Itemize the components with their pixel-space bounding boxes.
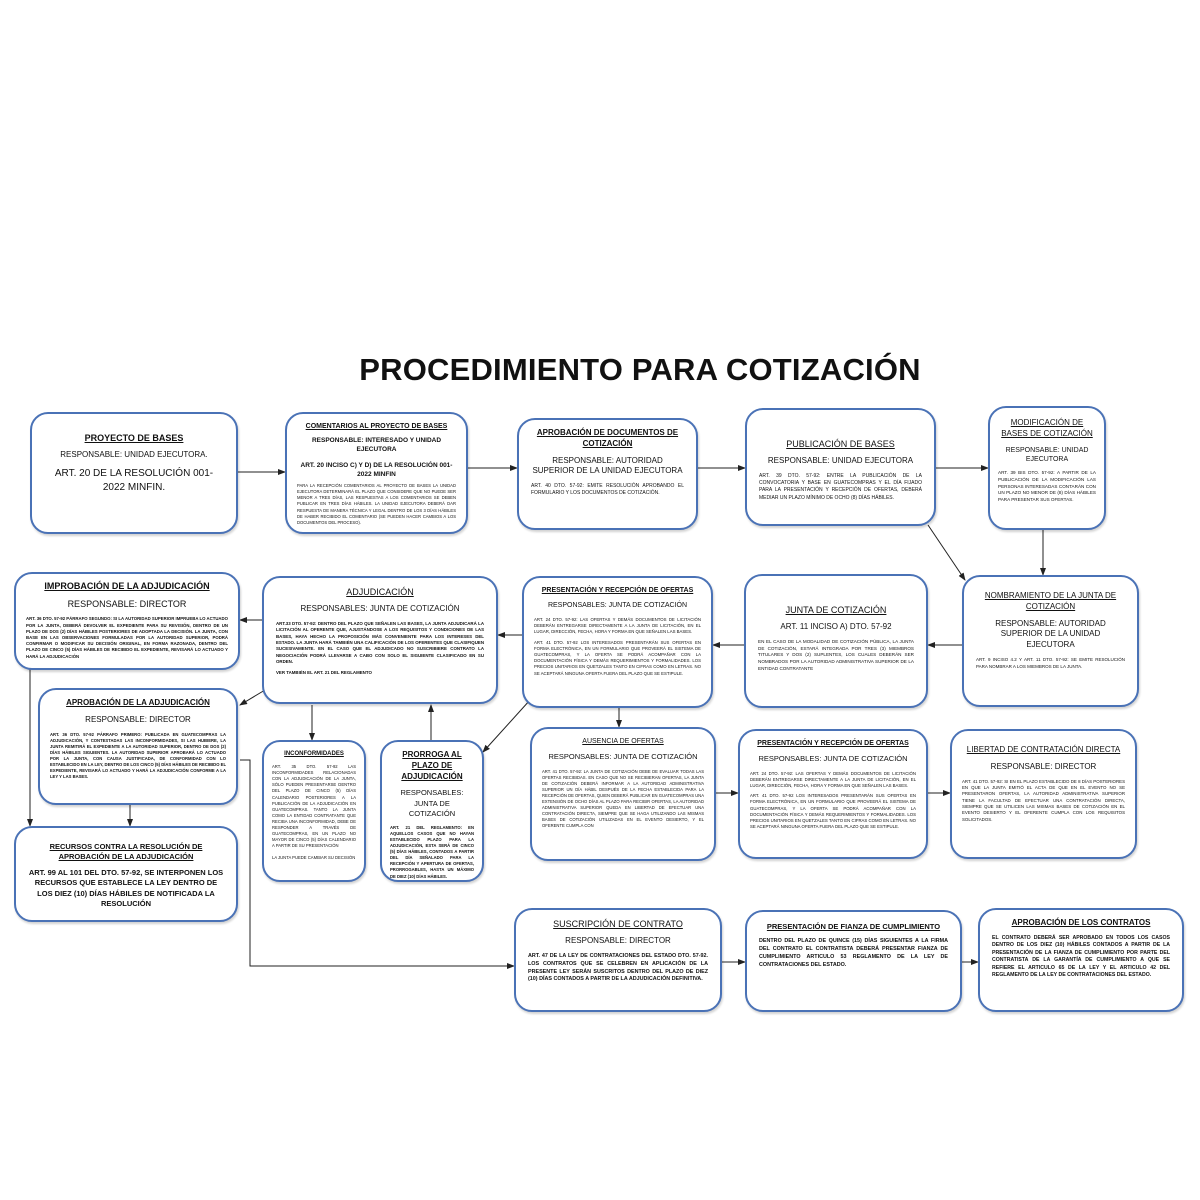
node-responsable: ART. 11 INCISO A) DTO. 57-92 — [780, 622, 892, 632]
node-title: APROBACIÓN DE LA ADJUDICACIÓN — [66, 698, 210, 707]
node-comentarios: COMENTARIOS AL PROYECTO DE BASES RESPONS… — [285, 412, 468, 534]
node-title: MODIFICACIÓN DE BASES DE COTIZACIÓN — [1001, 418, 1093, 438]
node-junta-de-cotizacion: JUNTA DE COTIZACIÓN ART. 11 INCISO A) DT… — [744, 574, 928, 708]
node-responsable: RESPONSABLE: DIRECTOR — [85, 714, 191, 724]
node-body: ART. 41 DTO. 57-92: SI EN EL PLAZO ESTAB… — [962, 778, 1125, 822]
node-aprobacion-documentos: APROBACIÓN DE DOCUMENTOS DE COTIZACIÓN R… — [517, 418, 698, 530]
node-presentacion-recepcion-1: PRESENTACIÓN Y RECEPCIÓN DE OFERTAS RESP… — [522, 576, 713, 708]
node-article: ART. 20 INCISO C) Y D) DE LA RESOLUCIÓN … — [300, 461, 453, 479]
node-aprobacion-adjudicacion: APROBACIÓN DE LA ADJUDICACIÓN RESPONSABL… — [38, 688, 238, 805]
node-responsable: RESPONSABLE: DIRECTOR — [990, 761, 1097, 771]
node-recursos: RECURSOS CONTRA LA RESOLUCIÓN DE APROBAC… — [14, 826, 238, 922]
node-prorroga-plazo: PRORROGA AL PLAZO DE ADJUDICACIÓN RESPON… — [380, 740, 484, 882]
node-title: ADJUDICACIÓN — [346, 587, 414, 597]
arrow-adjudicacion-aprobadj — [239, 689, 266, 706]
node-body: DENTRO DEL PLAZO DE QUINCE (15) DÍAS SIG… — [759, 938, 948, 968]
node-title: PRESENTACIÓN Y RECEPCIÓN DE OFERTAS — [541, 587, 694, 594]
node-responsable: RESPONSABLES: JUNTA DE COTIZACIÓN — [758, 754, 908, 764]
node-presentacion-recepcion-2: PRESENTACIÓN Y RECEPCIÓN DE OFERTAS RESP… — [738, 729, 928, 859]
node-responsable: RESPONSABLE: UNIDAD EJECUTORA — [1005, 446, 1089, 464]
node-responsable: RESPONSABLE: UNIDAD EJECUTORA. — [60, 450, 208, 460]
node-body-1: ART. 24 DTO. 57-92: LAS OFERTAS Y DEMÁS … — [534, 616, 701, 635]
node-body: ART. 40 DTO. 57-92: EMITE RESOLUCIÓN APR… — [531, 483, 684, 497]
node-body: ART. 36 DTO. 57-92 PÁRRAFO PRIMERO: PUBL… — [50, 731, 226, 780]
node-body: ART. 39 BIS DTO. 57-92: A PARTIR DE LA P… — [998, 470, 1096, 503]
node-title: INCONFORMIDADES — [284, 751, 344, 757]
node-responsable: RESPONSABLE: DIRECTOR — [67, 599, 187, 610]
node-title: SUSCRIPCIÓN DE CONTRATO — [553, 919, 683, 929]
node-body: ART. 41 DTO. 57-92: LA JUNTA DE COTIZACI… — [542, 768, 704, 829]
node-body: ART. 9 INCISO 4.2 Y ART. 11 DTO. 57-92: … — [976, 656, 1125, 669]
node-libertad-contratacion: LIBERTAD DE CONTRATACIÓN DIRECTA RESPONS… — [950, 729, 1137, 859]
node-body-2: ART. 41 DTO. 57-92 LOS INTERESADOS PRESE… — [534, 639, 701, 676]
node-title: PROYECTO DE BASES — [84, 433, 184, 443]
node-title: PRESENTACIÓN DE FIANZA DE CUMPLIMIENTO — [766, 922, 941, 931]
node-responsable: RESPONSABLE: INTERESADO Y UNIDAD EJECUTO… — [311, 437, 442, 454]
node-title: PRORROGA AL PLAZO DE ADJUDICACIÓN — [401, 750, 463, 781]
node-title: AUSENCIA DE OFERTAS — [582, 738, 664, 745]
arrow-publicacion-nombramiento — [927, 524, 966, 581]
node-responsable: RESPONSABLE: AUTORIDAD SUPERIOR DE LA UN… — [995, 618, 1106, 650]
node-body: ART. 36 DTO. 57-92 PÁRRAFO SEGUNDO: SI L… — [26, 616, 228, 659]
node-body-2: ART. 41 DTO. 57-92 LOS INTERESADOS PRESE… — [750, 793, 916, 830]
node-title: PUBLICACIÓN DE BASES — [786, 439, 895, 449]
node-body: ART. 39 DTO. 57-92: ENTRE LA PUBLICACIÓN… — [759, 472, 922, 501]
node-body: EN EL CASO DE LA MODALIDAD DE COTIZACIÓN… — [758, 638, 914, 671]
node-adjudicacion: ADJUDICACIÓN RESPONSABLES: JUNTA DE COTI… — [262, 576, 498, 704]
node-body: ART.33 DTO. 57-92: DENTRO DEL PLAZO QUE … — [276, 620, 484, 665]
node-responsable: RESPONSABLES: JUNTA DE COTIZACIÓN — [400, 788, 464, 818]
node-inconformidades: INCONFORMIDADES ART. 35 DTO. 57-92 LAS I… — [262, 740, 366, 882]
node-body-1: ART. 24 DTO. 57-92: LAS OFERTAS Y DEMÁS … — [750, 770, 916, 788]
node-proyecto-de-bases: PROYECTO DE BASES RESPONSABLE: UNIDAD EJ… — [30, 412, 238, 534]
node-title: RECURSOS CONTRA LA RESOLUCIÓN DE APROBAC… — [49, 842, 203, 862]
arrow-aprobadj-suscripcion — [240, 759, 515, 969]
node-responsable: RESPONSABLE: AUTORIDAD SUPERIOR DE LA UN… — [532, 455, 683, 476]
node-responsable: RESPONSABLE: UNIDAD EJECUTORA — [767, 456, 914, 466]
node-body: ART. 35 DTO. 57-92 LAS INCONFORMIDADES R… — [272, 764, 356, 849]
node-title: APROBACIÓN DE LOS CONTRATOS — [1011, 918, 1151, 927]
node-body: EL CONTRATO DEBERÁ SER APROBADO EN TODOS… — [992, 934, 1170, 979]
node-fianza-cumplimiento: PRESENTACIÓN DE FIANZA DE CUMPLIMIENTO D… — [745, 910, 962, 1012]
page-title: PROCEDIMIENTO PARA COTIZACIÓN — [359, 352, 921, 387]
node-body: PARA LA RECEPCIÓN COMENTARIOS AL PROYECT… — [297, 483, 456, 525]
node-body: ART. 21 DEL REGLAMENTO: EN AQUELLOS CASO… — [390, 824, 474, 879]
node-title: IMPROBACIÓN DE LA ADJUDICACIÓN — [44, 581, 210, 591]
node-title: COMENTARIOS AL PROYECTO DE BASES — [305, 423, 448, 430]
node-responsable: RESPONSABLES: JUNTA DE COTIZACIÓN — [300, 604, 460, 614]
node-aprobacion-contratos: APROBACIÓN DE LOS CONTRATOS EL CONTRATO … — [978, 908, 1184, 1012]
arrow-presentacion-prorroga — [482, 699, 531, 753]
node-responsable: RESPONSABLES: JUNTA DE COTIZACIÓN — [547, 602, 688, 610]
node-note: VER TAMBIÉN EL ART. 21 DEL REGLAMENTO — [276, 669, 372, 675]
node-title: LIBERTAD DE CONTRATACIÓN DIRECTA — [966, 745, 1121, 754]
node-body: ART. 99 AL 101 DEL DTO. 57-92, SE INTERP… — [28, 868, 224, 908]
node-note: LA JUNTA PUEDE CAMBIAR SU DECISIÓN — [272, 855, 356, 861]
node-title: JUNTA DE COTIZACIÓN — [785, 605, 887, 615]
node-improbacion-adjudicacion: IMPROBACIÓN DE LA ADJUDICACIÓN RESPONSAB… — [14, 572, 240, 670]
node-title: NOMBRAMIENTO DE LA JUNTA DE COTIZACIÓN — [984, 591, 1117, 611]
node-responsable: RESPONSABLE: DIRECTOR — [565, 936, 671, 946]
node-title: PRESENTACIÓN Y RECEPCIÓN DE OFERTAS — [757, 740, 909, 747]
node-modificacion-de-bases: MODIFICACIÓN DE BASES DE COTIZACIÓN RESP… — [988, 406, 1106, 530]
node-nombramiento-junta: NOMBRAMIENTO DE LA JUNTA DE COTIZACIÓN R… — [962, 575, 1139, 707]
node-publicacion-de-bases: PUBLICACIÓN DE BASES RESPONSABLE: UNIDAD… — [745, 408, 936, 526]
node-ausencia-de-ofertas: AUSENCIA DE OFERTAS RESPONSABLES: JUNTA … — [530, 727, 716, 861]
node-title: APROBACIÓN DE DOCUMENTOS DE COTIZACIÓN — [536, 428, 679, 448]
node-responsable: RESPONSABLES: JUNTA DE COTIZACIÓN — [548, 752, 698, 762]
node-body: ART. 20 DE LA RESOLUCIÓN 001-2022 MINFIN… — [54, 467, 214, 494]
node-suscripcion-contrato: SUSCRIPCIÓN DE CONTRATO RESPONSABLE: DIR… — [514, 908, 722, 1012]
node-body: ART. 47 DE LA LEY DE CONTRATACIONES DEL … — [528, 952, 708, 983]
